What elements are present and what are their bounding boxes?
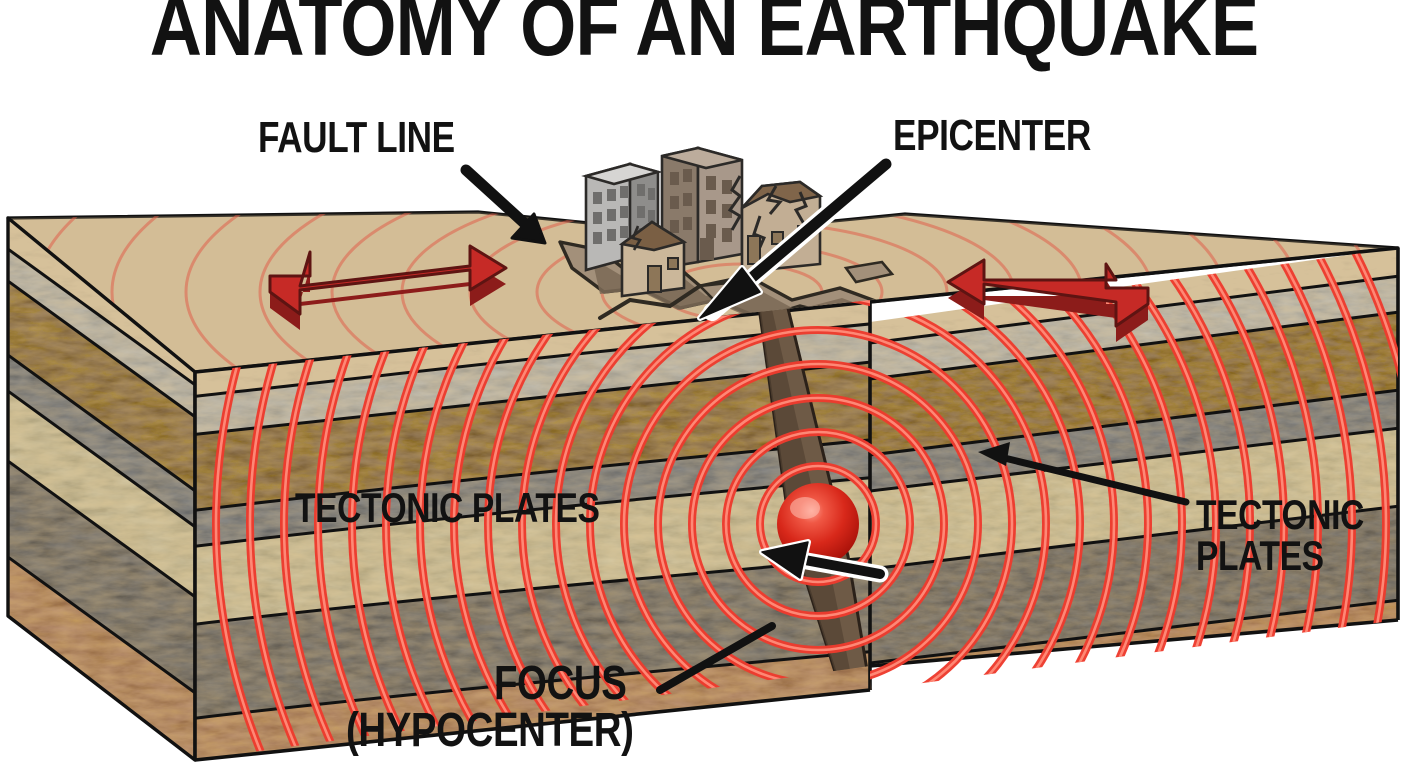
right-plate-motion-arrow [946,258,1150,342]
focus-label-line2: (HYPOCENTER) [346,704,634,758]
fault-line-label: FAULT LINE [258,113,455,162]
focus-label: FOCUS (HYPOCENTER) [346,657,634,755]
page-title: ANATOMY OF AN EARTHQUAKE [149,0,1259,73]
tectonic-plates-right-line1: TECTONIC [1196,491,1364,538]
city-buildings [581,146,824,298]
epicenter-pointer-arrow [697,155,895,321]
left-plate-motion-arrow [268,244,508,330]
fault-line-pointer-arrow [460,164,547,245]
focus-label-line1: FOCUS [494,657,627,710]
small-house [618,220,688,298]
tectonic-plates-right-pointer-arrow [978,442,1190,506]
epicenter-label: EPICENTER [893,111,1091,160]
tectonic-plates-right-label: TECTONIC PLATES [1196,491,1364,580]
tectonic-plates-right-line2: PLATES [1196,532,1324,580]
focus-pointer-arrow [656,539,889,694]
tectonic-plates-left-label: TECTONIC PLATES [295,484,600,531]
